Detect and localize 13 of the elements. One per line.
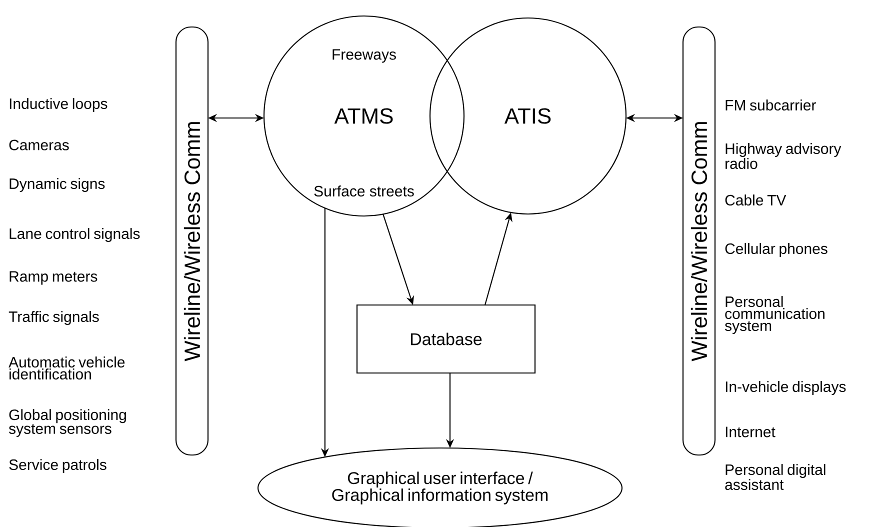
item-label: Ramp meters xyxy=(10,271,98,285)
pill-bar: Wireline/Wireless Comm xyxy=(682,26,716,456)
item-label: Dynamic signs xyxy=(10,178,105,192)
item-label: Inductive loops xyxy=(10,98,108,112)
item-label: Traffic signals xyxy=(8,311,99,325)
item-label: Global positioning system sensors xyxy=(8,409,126,437)
item-label: Automatic vehicle identification xyxy=(8,356,125,380)
item-label: Personal digital assistant xyxy=(725,464,826,490)
pill-bar: Wireline/Wireless Comm xyxy=(175,26,209,456)
item-label: Service patrols xyxy=(9,459,106,473)
process-box: Database xyxy=(356,304,536,374)
item-label: Lane control signals xyxy=(10,228,140,242)
item-label: Cameras xyxy=(9,140,69,150)
